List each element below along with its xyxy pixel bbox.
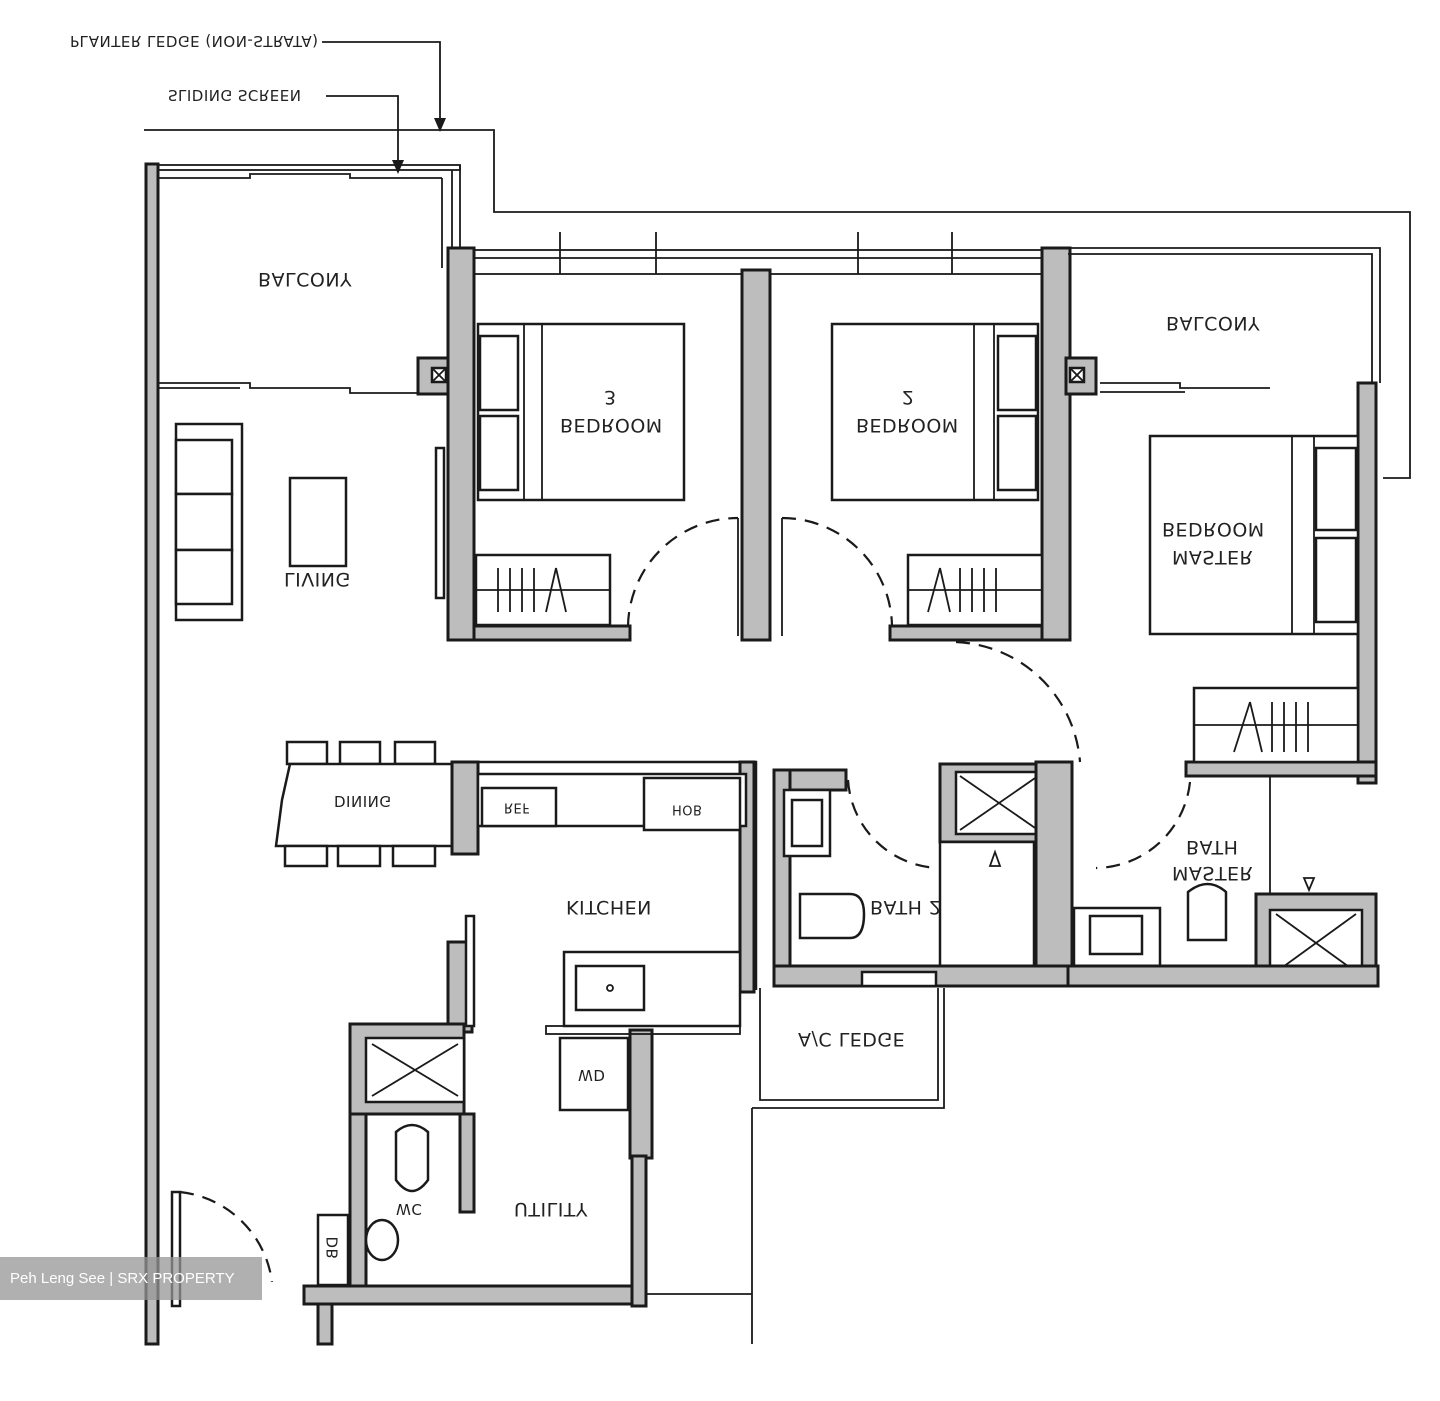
sofa — [174, 422, 244, 622]
label-bath-2: BATH 2 — [870, 895, 942, 918]
bath2-window — [860, 970, 938, 988]
label-wc: WC — [396, 1199, 423, 1218]
label-dining: DINING — [334, 791, 392, 810]
label-bedroom-2-number: 2 — [902, 385, 915, 408]
db-box — [316, 1213, 350, 1287]
ac-ledge-outline — [646, 988, 945, 1344]
label-balcony-right: BALCONY — [1166, 311, 1261, 334]
wall-bed2-master — [1040, 246, 1072, 642]
label-master-bedroom-2: MASTER — [1172, 545, 1254, 568]
door-swing-bath2 — [846, 779, 939, 870]
entrance-door — [170, 1190, 182, 1308]
label-balcony-left: BALCONY — [258, 267, 353, 290]
label-bedroom-2: BEDROOM — [856, 413, 959, 436]
label-wd: WD — [578, 1065, 606, 1084]
wall-master-right — [1356, 381, 1378, 785]
wardrobe-bedroom-2 — [906, 553, 1044, 627]
balcony-right — [1068, 247, 1381, 393]
label-utility: UTILITY — [514, 1197, 589, 1220]
kitchen-counter-bottom — [562, 950, 742, 1028]
master-bath-toilet — [1186, 882, 1228, 942]
kitchen-wall-left — [450, 760, 480, 856]
wardrobe-bedroom-3 — [474, 553, 612, 627]
wall-living-bed3 — [446, 246, 476, 642]
wardrobe-master — [1192, 686, 1360, 764]
dining-set — [274, 740, 454, 868]
label-planter-ledge: PLANTER LEDGE (NON-STRATA) — [70, 31, 319, 50]
label-master-bedroom-1: BEDROOM — [1162, 517, 1265, 540]
door-swing-master-bath — [1095, 781, 1192, 870]
watermark: Peh Leng See | SRX PROPERTY — [0, 1257, 262, 1300]
annotation-leaders — [144, 41, 1411, 479]
label-sliding-screen: SLIDING SCREEN — [168, 85, 302, 104]
label-kitchen: KITCHEN — [566, 895, 652, 918]
label-ac-ledge: A/C LEDGE — [798, 1027, 906, 1050]
balcony-left — [157, 164, 461, 394]
left-exterior-wall — [144, 162, 160, 1346]
bath2-toilet — [798, 892, 866, 940]
door-swing-bedroom-2 — [781, 516, 894, 627]
label-living: LIVING — [284, 567, 351, 590]
label-db: DB — [323, 1236, 342, 1260]
door-swing-master — [955, 640, 1082, 763]
label-bedroom-3-number: 3 — [604, 385, 617, 408]
tv-console — [434, 446, 446, 600]
wc-toilet — [364, 1123, 430, 1262]
label-hob: HOB — [672, 801, 703, 817]
bedroom-window-band — [464, 232, 1056, 275]
bed-bedroom-2 — [830, 322, 1040, 502]
label-bedroom-3: BEDROOM — [560, 413, 663, 436]
bed-master — [1148, 434, 1360, 636]
label-master-bath-2: MASTER — [1172, 861, 1254, 884]
label-master-bath-1: BATH — [1186, 835, 1239, 858]
wall-bed3-bed2 — [740, 268, 772, 642]
door-swing-entrance — [179, 1190, 274, 1283]
washer-dryer — [558, 1036, 630, 1112]
label-fridge: REF — [504, 799, 531, 815]
coffee-table — [288, 476, 348, 568]
door-swing-bedroom-3 — [626, 516, 739, 627]
bed-bedroom-3 — [476, 322, 686, 502]
